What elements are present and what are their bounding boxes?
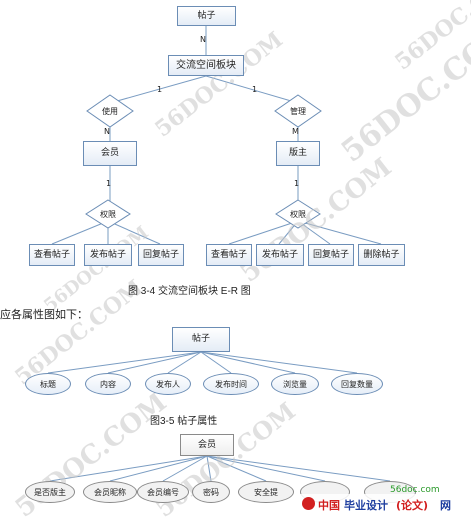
action-delete-post: 删除帖子	[358, 244, 405, 266]
attribute-content: 内容	[85, 373, 131, 395]
relationship-diamond-use	[86, 94, 134, 128]
action-publish-post: 发布帖子	[84, 244, 132, 266]
figure-caption: 图3-5 帖子属性	[150, 416, 218, 427]
cardinality-label: M	[292, 127, 299, 136]
attribute-password: 密码	[192, 481, 230, 503]
body-text: 应各属性图如下：	[0, 309, 88, 321]
brand-name-part: 毕业设计	[344, 499, 388, 512]
action-view-post: 查看帖子	[29, 244, 75, 266]
action-reply-post: 回复帖子	[138, 244, 184, 266]
relationship-manage-label: 管理	[290, 106, 306, 116]
figure-caption: 图 3-4 交流空间板块 E-R 图	[128, 286, 251, 297]
brand-logo-icon	[302, 497, 315, 510]
attribute-title: 标题	[25, 373, 71, 395]
attribute-publish-time: 发布时间	[203, 373, 259, 395]
site-url: 56doc.com	[390, 485, 440, 495]
action-reply-post: 回复帖子	[308, 244, 354, 266]
cardinality-label: N	[200, 35, 206, 44]
attribute-reply-count: 回复数量	[331, 373, 383, 395]
brand-name-part: (论文)	[396, 499, 429, 512]
brand-banner: 中国 毕业设计 (论文) 网	[300, 494, 470, 514]
attribute-member-id: 会员编号	[137, 481, 189, 503]
cardinality-label: N	[104, 127, 110, 136]
action-publish-post: 发布帖子	[256, 244, 304, 266]
relationship-diamond-perm-right	[275, 199, 321, 229]
entity-member: 会员	[180, 434, 234, 456]
relationship-permission-label: 权限	[100, 209, 116, 219]
brand-name-part: 网	[440, 499, 451, 512]
attribute-is-moderator: 是否版主	[25, 481, 75, 503]
attribute-nickname: 会员昵称	[83, 481, 137, 503]
entity-exchange-board: 交流空间板块	[168, 55, 244, 76]
cardinality-label: 1	[294, 179, 300, 188]
attribute-author: 发布人	[145, 373, 191, 395]
entity-member: 会员	[83, 141, 137, 166]
attribute-security-question: 安全提	[238, 481, 294, 503]
relationship-use-label: 使用	[102, 106, 118, 116]
entity-post: 帖子	[172, 327, 230, 352]
entity-moderator: 版主	[276, 141, 320, 166]
cardinality-label: 1	[252, 85, 258, 94]
relationship-diamond-manage	[274, 94, 322, 128]
entity-post: 帖子	[177, 6, 236, 26]
relationship-diamond-perm-left	[85, 199, 131, 229]
cardinality-label: 1	[157, 85, 163, 94]
brand-name-part: 中国	[318, 499, 340, 512]
relationship-permission-label: 权限	[290, 209, 306, 219]
action-view-post: 查看帖子	[206, 244, 252, 266]
attribute-views: 浏览量	[271, 373, 319, 395]
cardinality-label: 1	[106, 179, 112, 188]
